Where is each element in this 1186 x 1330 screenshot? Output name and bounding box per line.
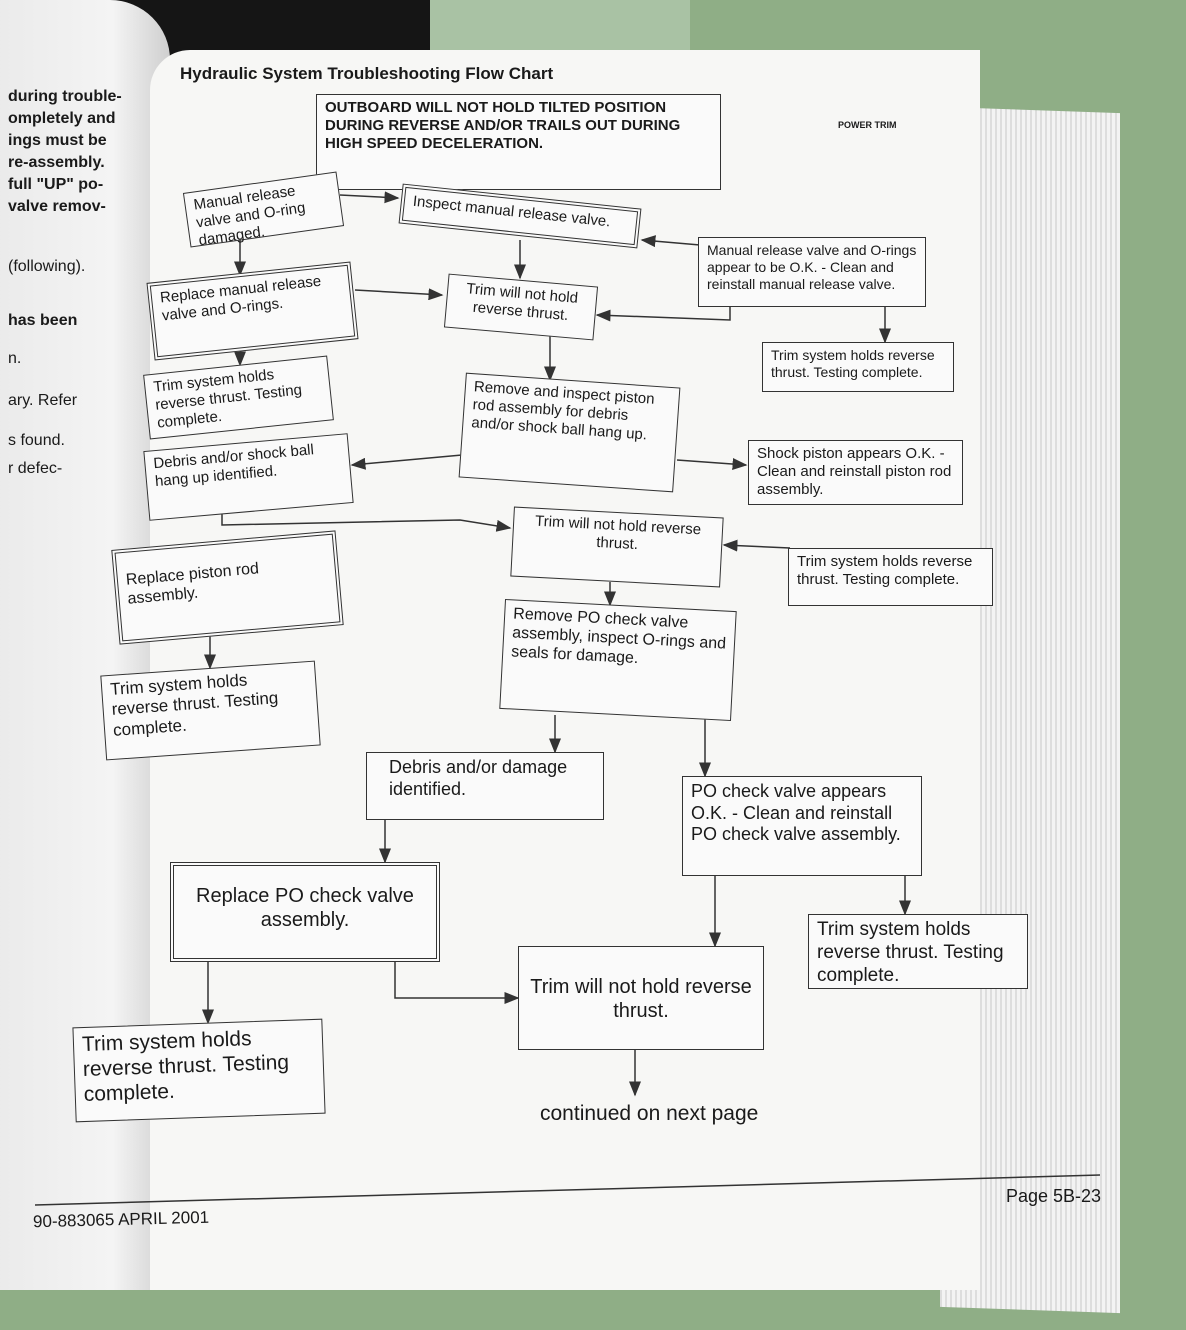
continued-note: continued on next page xyxy=(540,1102,759,1125)
page-title: Hydraulic System Troubleshooting Flow Ch… xyxy=(180,64,554,83)
arrow xyxy=(339,191,400,204)
left-text: (following). xyxy=(8,258,86,275)
replace-po-box: Replace PO check valve assembly. xyxy=(170,862,440,962)
left-text: ary. Refer xyxy=(8,392,78,409)
not-hold-box-2: Trim will not hold reverse thrust. xyxy=(510,506,724,588)
left-text: ings must be xyxy=(8,132,107,149)
arrow xyxy=(640,235,701,248)
page-number: Page 5B-23 xyxy=(1006,1186,1102,1206)
footer-rule xyxy=(34,1174,1101,1206)
not-hold-box-3: Trim will not hold reverse thrust. xyxy=(518,946,764,1050)
left-text: has been xyxy=(8,312,78,329)
replace-piston-box: Replace piston rod assembly. xyxy=(111,530,344,645)
holds-box-4: Trim system holds reverse thrust. Testin… xyxy=(100,660,321,761)
left-text: re-assembly. xyxy=(8,154,105,171)
arrow xyxy=(394,962,520,1004)
left-text: during trouble- xyxy=(8,88,122,105)
left-text: full "UP" po- xyxy=(8,176,104,193)
remove-piston-box: Remove and inspect piston rod assembly f… xyxy=(458,372,681,493)
holds-box-3: Trim system holds reverse thrust. Testin… xyxy=(788,548,993,606)
arrow xyxy=(722,539,791,552)
left-text: valve remov- xyxy=(8,198,106,215)
left-text: ompletely and xyxy=(8,110,116,127)
po-ok-box: PO check valve appears O.K. - Clean and … xyxy=(682,776,922,876)
arrow xyxy=(595,305,731,322)
debris-damage-box: Debris and/or damage identified. xyxy=(366,752,604,820)
left-text: s found. xyxy=(8,432,65,449)
start-box: OUTBOARD WILL NOT HOLD TILTED POSITION D… xyxy=(316,94,721,190)
manual-ok-box: Manual release valve and O-rings appear … xyxy=(698,237,926,307)
holds-box-6: Trim system holds reverse thrust. Testin… xyxy=(72,1018,326,1123)
holds-box-5: Trim system holds reverse thrust. Testin… xyxy=(808,914,1028,989)
section-label: POWER TRIM xyxy=(838,120,897,130)
arrow xyxy=(676,458,748,471)
left-text: r defec- xyxy=(8,460,63,477)
arrow xyxy=(354,288,444,301)
arrow xyxy=(350,454,463,470)
arrow xyxy=(221,510,512,532)
shock-ok-box: Shock piston appears O.K. - Clean and re… xyxy=(748,440,963,505)
holds-box-1: Trim system holds reverse thrust. Testin… xyxy=(762,342,954,392)
remove-po-box: Remove PO check valve assembly, inspect … xyxy=(499,599,737,721)
left-text: n. xyxy=(8,350,22,367)
